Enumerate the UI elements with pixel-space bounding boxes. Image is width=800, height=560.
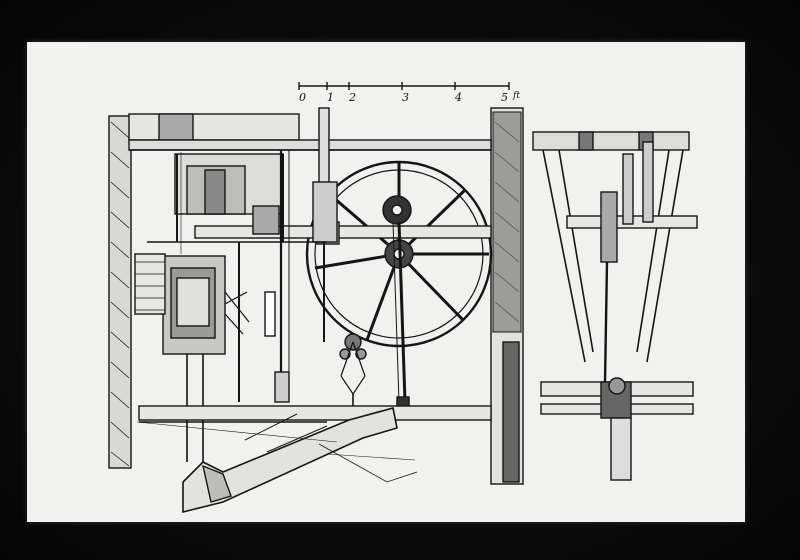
scale-label-5: 5 — [501, 91, 508, 104]
scale-label-0: 0 — [299, 91, 306, 104]
construction-lines — [136, 152, 416, 461]
floor-beam — [138, 405, 492, 423]
scale-label-1: 1 — [327, 91, 334, 104]
cross-beam — [194, 221, 492, 245]
scale-label-2: 2 — [349, 91, 356, 104]
side-elevation — [532, 131, 698, 481]
governor — [339, 333, 367, 412]
cylinder-assembly — [147, 153, 327, 243]
scale-label-4: 4 — [455, 91, 462, 104]
engineering-drawing-plate: 0 1 2 3 4 5 ft — [27, 42, 745, 522]
scale-bar — [298, 82, 510, 90]
connecting-rod — [392, 221, 410, 408]
pipes — [186, 150, 290, 462]
engine-drawing — [108, 82, 698, 514]
top-beam — [128, 113, 492, 151]
scale-unit: ft — [513, 91, 520, 101]
inclined-pipe — [182, 407, 418, 514]
left-wall — [108, 115, 132, 469]
scale-label-3: 3 — [402, 91, 409, 104]
piston-column — [312, 107, 338, 342]
right-pillar — [490, 107, 524, 485]
valve-chest — [134, 253, 250, 355]
